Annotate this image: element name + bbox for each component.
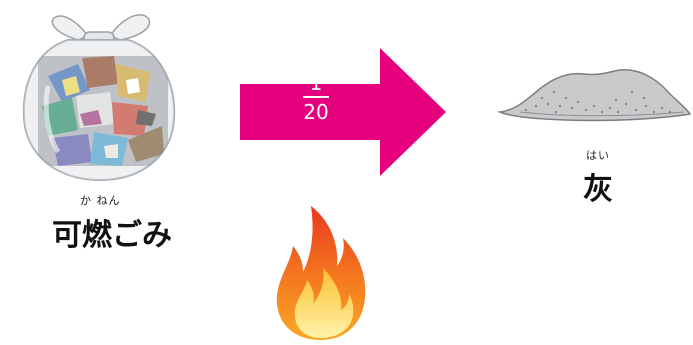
garbage-bag-icon xyxy=(18,6,178,184)
ratio-numerator: 1 xyxy=(268,72,364,94)
fire-icon xyxy=(271,198,371,342)
input-reading: か ねん xyxy=(80,192,121,208)
output-reading: はい xyxy=(586,147,610,163)
output-label: 灰 xyxy=(583,164,613,208)
ratio-fraction: 1 20 xyxy=(268,72,364,123)
ratio-denominator: 20 xyxy=(268,101,364,123)
ash-pile-icon xyxy=(496,62,692,128)
fraction-bar xyxy=(303,96,329,98)
input-label: 可燃ごみ xyxy=(52,210,172,254)
